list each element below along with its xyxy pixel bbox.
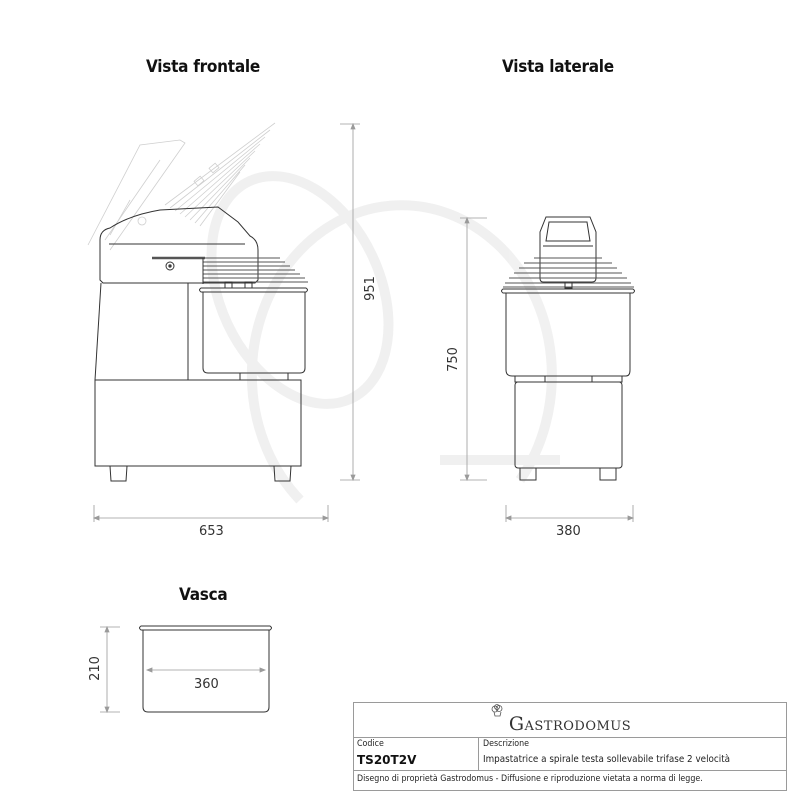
footer-row: Disegno di proprietà Gastrodomus - Diffu… bbox=[354, 770, 786, 790]
code-label: Codice bbox=[357, 739, 384, 749]
title-block: GASTRODOMUS Codice TS20T2V Descrizione I… bbox=[353, 702, 787, 791]
side-view-title: Vista laterale bbox=[502, 57, 614, 77]
front-dimension-lines bbox=[92, 122, 360, 522]
brand-row: GASTRODOMUS bbox=[354, 703, 786, 738]
front-view-drawing bbox=[87, 122, 308, 482]
side-view-drawing bbox=[501, 216, 635, 481]
bowl-height-dimension: 210 bbox=[87, 656, 103, 681]
side-width-dimension: 380 bbox=[556, 524, 581, 539]
bowl-dimension-lines bbox=[100, 625, 267, 714]
front-view-title: Vista frontale bbox=[146, 57, 260, 77]
column-divider bbox=[478, 737, 479, 770]
bowl-title: Vasca bbox=[179, 585, 228, 605]
side-height-dimension: 750 bbox=[445, 347, 461, 372]
brand-initial: G bbox=[508, 713, 525, 735]
chef-hat-logo-icon bbox=[491, 704, 503, 717]
brand-rest: ASTRODOMUS bbox=[524, 719, 632, 734]
code-description-row: Codice TS20T2V Descrizione Impastatrice … bbox=[354, 737, 786, 771]
front-width-dimension: 653 bbox=[199, 524, 224, 539]
bowl-drawing bbox=[139, 625, 272, 713]
description-value: Impastatrice a spirale testa sollevabile… bbox=[483, 754, 731, 765]
front-height-dimension: 951 bbox=[362, 276, 378, 301]
brand-name: GASTRODOMUS bbox=[354, 713, 786, 735]
watermark-logo-icon bbox=[206, 171, 560, 504]
code-value: TS20T2V bbox=[357, 753, 417, 767]
copyright-notice: Disegno di proprietà Gastrodomus - Diffu… bbox=[357, 774, 703, 784]
description-label: Descrizione bbox=[483, 739, 530, 749]
side-dimension-lines bbox=[460, 216, 635, 522]
bowl-width-dimension: 360 bbox=[194, 677, 219, 692]
